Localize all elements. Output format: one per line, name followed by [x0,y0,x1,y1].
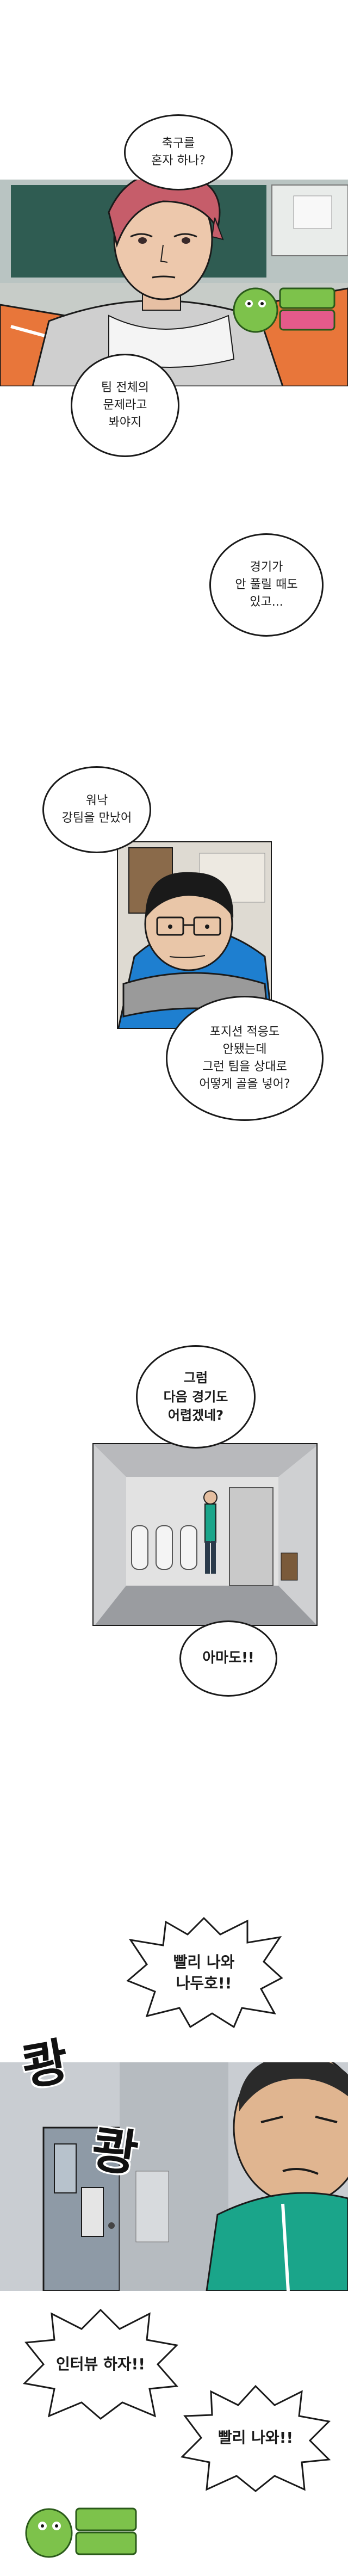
shout-bubble-shape [126,1916,283,2029]
dialogue-text: 빨리 나와!! [217,2429,294,2447]
frog-logo-icon [228,272,337,337]
shout-bubble-9: 인터뷰 하자!! [22,2307,179,2421]
dialogue-text: 인터뷰 하자!! [55,2355,146,2374]
panel-3-bathroom [92,1443,318,1626]
dialogue-text: 워낙 강팀을 만났어 [61,794,132,825]
panel-4-hallway [0,2062,348,2291]
shout-bubble-8: 빨리 나와 나두호!! [125,1915,283,2030]
speech-bubble-4: 워낙 강팀을 만났어 [42,766,151,853]
panel-4-art [0,2062,348,2291]
dialogue-text: 아마도!! [202,1650,254,1667]
dialogue-text: 축구를 혼자 하나? [151,137,206,168]
panel-1-classroom [0,180,348,386]
frog-logo-icon-bottom [22,2487,141,2563]
speech-bubble-2: 팀 전체의 문제라고 봐야지 [71,354,179,457]
speech-bubble-1: 축구를 혼자 하나? [124,114,233,190]
dialogue-text: 빨리 나와 나두호!! [173,1952,235,1992]
speech-bubble-3: 경기가 안 풀릴 때도 있고... [209,533,324,637]
shout-bubble-10: 빨리 나와!! [179,2383,332,2492]
panel-3-art [94,1444,316,1625]
speech-bubble-7: 아마도!! [179,1620,277,1697]
speech-bubble-6: 그럼 다음 경기도 어렵겠네? [136,1345,256,1449]
dialogue-text: 경기가 안 풀릴 때도 있고... [235,560,298,609]
dialogue-text: 포지션 적응도 안됐는데 그런 팀을 상대로 어떻게 골을 넣어? [199,1025,290,1091]
shout-bubble-shape [180,2384,331,2492]
dialogue-text: 팀 전체의 문제라고 봐야지 [101,381,149,429]
shout-bubble-shape [22,2308,179,2420]
speech-bubble-5: 포지션 적응도 안됐는데 그런 팀을 상대로 어떻게 골을 넣어? [166,996,324,1121]
dialogue-text: 그럼 다음 경기도 어렵겠네? [163,1370,228,1423]
sfx-bang-2: 쾅 [88,2119,142,2184]
